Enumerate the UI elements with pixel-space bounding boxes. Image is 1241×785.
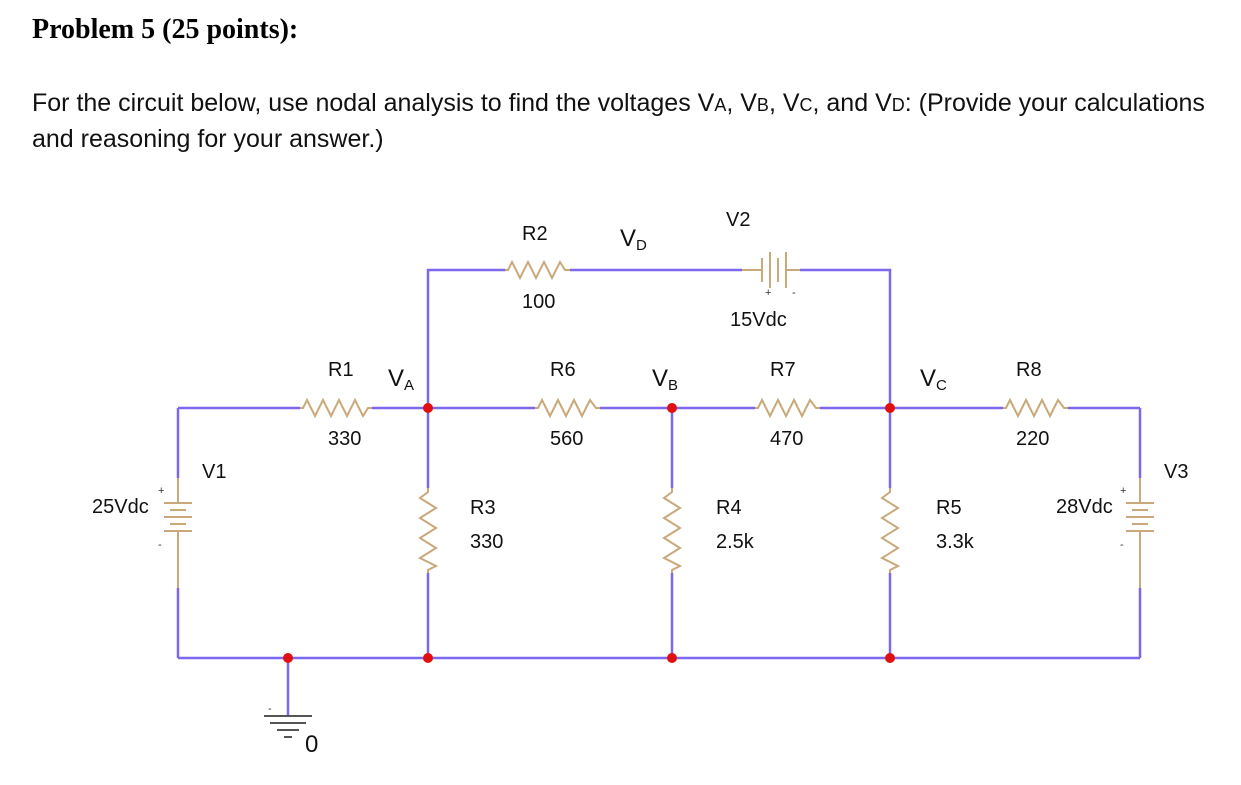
label-v2-value: 15Vdc (730, 309, 787, 331)
label-r4-value: 2.5k (716, 531, 755, 553)
node-label-vb: VB (652, 365, 678, 394)
problem-prompt: For the circuit below, use nodal analysi… (32, 86, 1222, 156)
wires (176, 268, 1142, 716)
prompt-sep-1: , V (726, 89, 757, 117)
node-va-main: V (388, 365, 404, 392)
node-dot-bottom-r3 (423, 653, 433, 663)
label-r2-name: R2 (522, 223, 548, 245)
resistor-r6 (535, 397, 600, 419)
node-label-va: VA (388, 365, 414, 394)
label-r8-name: R8 (1016, 359, 1042, 381)
label-r3-value: 330 (470, 531, 503, 553)
v1-minus-mark: - (158, 539, 162, 551)
label-r7-value: 470 (770, 428, 803, 450)
resistor-r8 (1003, 397, 1068, 419)
label-r8-value: 220 (1016, 428, 1049, 450)
v3-plus-mark: + (1120, 485, 1126, 497)
resistor-r5 (879, 488, 901, 573)
ground-label: 0 (305, 731, 318, 758)
battery-v2 (742, 252, 800, 288)
prompt-sep-3: , and V (812, 89, 892, 117)
node-dot-bottom-r4 (667, 653, 677, 663)
label-r3-name: R3 (470, 497, 496, 519)
prompt-sub-a: A (714, 95, 727, 115)
prompt-sub-c: C (799, 95, 813, 115)
label-r6-name: R6 (550, 359, 576, 381)
label-r1-value: 330 (328, 428, 361, 450)
label-v3-value: 28Vdc (1056, 496, 1113, 518)
label-v1-value: 25Vdc (92, 496, 149, 518)
v2-minus-mark: - (792, 287, 796, 299)
prompt-text-2: : (Provide your calculations and reasoni… (32, 89, 1205, 153)
node-vb-sub: B (668, 377, 678, 394)
v2-plus-mark: + (765, 287, 771, 299)
resistor-r1 (300, 397, 372, 419)
node-vd-sub: D (636, 237, 647, 254)
node-dot-vb (667, 403, 677, 413)
node-dot-vc (885, 403, 895, 413)
node-dot-va (423, 403, 433, 413)
label-r7-name: R7 (770, 359, 796, 381)
node-dot-bottom-r5 (885, 653, 895, 663)
node-label-vc: VC (920, 365, 947, 394)
node-label-vd: VD (620, 225, 647, 254)
problem-title: Problem 5 (25 points): (32, 14, 299, 45)
ground-minus-mark: - (268, 703, 272, 715)
label-v1-name: V1 (202, 461, 226, 483)
resistor-r4 (661, 488, 683, 573)
label-r5-name: R5 (936, 497, 962, 519)
node-vd-main: V (620, 225, 636, 252)
label-r6-value: 560 (550, 428, 583, 450)
battery-v1 (164, 478, 192, 588)
prompt-sub-d: D (891, 95, 905, 115)
label-r1-name: R1 (328, 359, 354, 381)
node-vc-main: V (920, 365, 936, 392)
node-dot-ground (283, 653, 293, 663)
prompt-sub-b: B (756, 95, 769, 115)
ground-symbol (264, 715, 312, 738)
node-va-sub: A (404, 377, 414, 394)
wire-top-right (800, 268, 892, 408)
label-r5-value: 3.3k (936, 531, 975, 553)
label-r4-name: R4 (716, 497, 742, 519)
label-v3-name: V3 (1164, 461, 1188, 483)
node-vc-sub: C (936, 377, 947, 394)
prompt-sep-2: , V (768, 89, 800, 117)
battery-v3 (1126, 478, 1154, 588)
label-v2-name: V2 (726, 209, 750, 231)
node-vb-main: V (652, 365, 668, 392)
v3-minus-mark: - (1120, 539, 1124, 551)
resistor-r2 (505, 259, 570, 281)
v1-plus-mark: + (158, 485, 164, 497)
wire-top-left (426, 268, 505, 408)
resistor-r3 (417, 488, 439, 573)
resistor-r7 (755, 397, 820, 419)
label-r2-value: 100 (522, 291, 555, 313)
prompt-text-1: For the circuit below, use nodal analysi… (32, 89, 715, 117)
